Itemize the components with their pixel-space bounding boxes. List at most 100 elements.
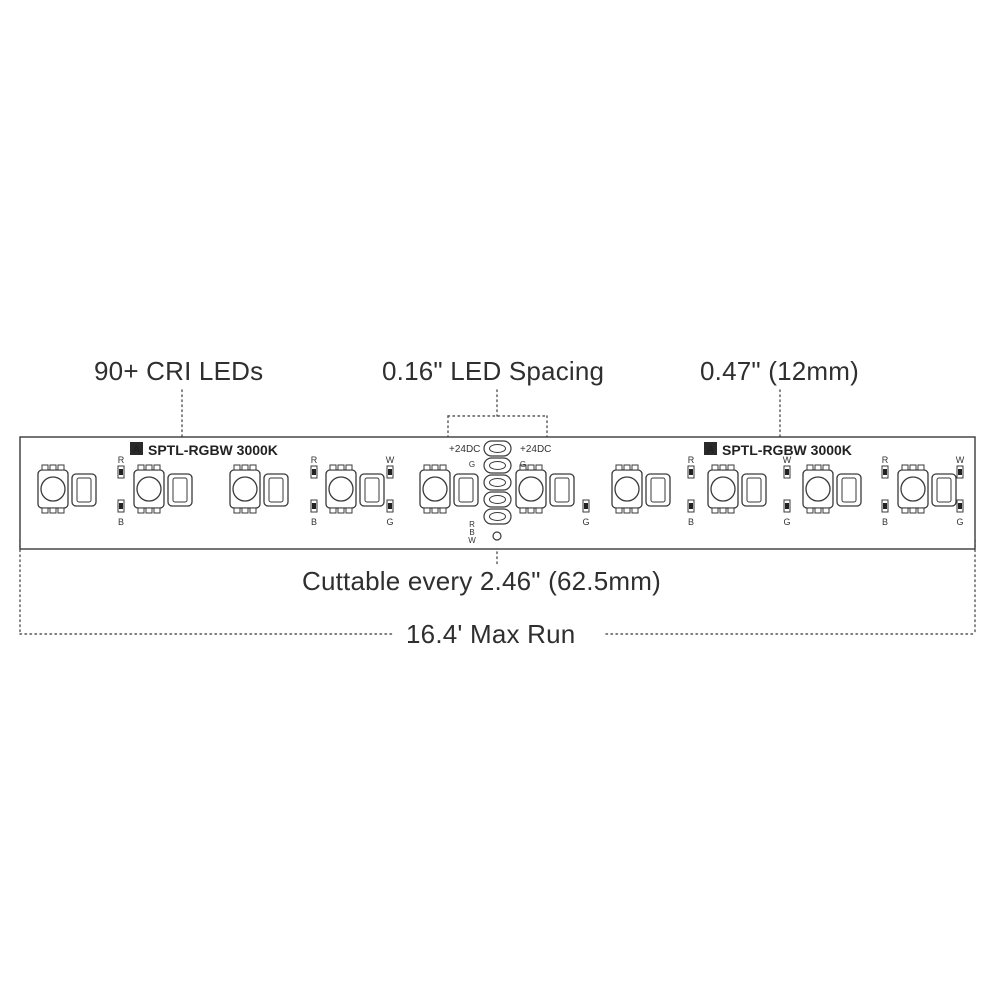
smd-inner [841,477,857,503]
channel-label: B [882,517,888,527]
pad-fill [312,469,316,475]
channel-label: R [688,455,695,465]
cuttable-callout: Cuttable every 2.46" (62.5mm) [302,566,661,596]
led-package [611,464,671,514]
resistor-pad [117,465,125,479]
led-dome [328,476,354,502]
pad-fill [119,503,123,509]
led-pin [917,464,925,471]
led-dome [805,476,831,502]
led-pin [41,464,49,471]
led-pin [719,507,727,514]
led-pin [535,507,543,514]
smd-inner [364,477,380,503]
led-package [802,464,862,514]
led-pin [233,464,241,471]
led-pin [233,507,241,514]
resistor-pad [386,465,394,479]
cut-mark [492,531,502,541]
pad-fill [958,469,962,475]
led-pin [527,464,535,471]
led-pin [623,507,631,514]
resistor-pad [956,465,964,479]
led-pin [431,464,439,471]
resistor-pad [783,499,791,513]
channel-label: G [520,460,526,469]
led-pin [814,507,822,514]
led-pin [631,464,639,471]
channel-label: B [688,517,694,527]
led-dome [614,476,640,502]
solder-pad-hole [489,461,506,470]
led-pin [822,464,830,471]
led-pin [423,507,431,514]
channel-label: B [469,528,474,537]
cri-leds-callout: 90+ CRI LEDs [94,356,264,386]
channel-label: R [882,455,889,465]
pad-fill [689,503,693,509]
pad-fill [388,503,392,509]
led-pin [49,507,57,514]
led-pin [615,507,623,514]
led-pin [814,464,822,471]
pad-fill [312,503,316,509]
solder-pad-hole [489,444,506,453]
led-pin [337,464,345,471]
max-run-callout: 16.4' Max Run [406,619,576,649]
led-pin [535,464,543,471]
resistor-pad [117,499,125,513]
pad-fill [119,469,123,475]
channel-label: G [582,517,589,527]
resistor-pad [386,499,394,513]
model-label: SPTL-RGBW 3000K [722,442,852,458]
channel-label: W [386,455,395,465]
pad-fill [584,503,588,509]
led-dome [710,476,736,502]
led-pin [901,507,909,514]
led-dome [40,476,66,502]
channel-label: R [311,455,318,465]
smd-inner [458,477,474,503]
resistor-pad [881,465,889,479]
led-package [897,464,957,514]
channel-label: R [469,520,475,529]
led-dome [900,476,926,502]
smd-inner [650,477,666,503]
cut-point-pads [483,440,512,541]
channel-label: B [118,517,124,527]
led-package [707,464,767,514]
pad-fill [958,503,962,509]
voltage-label-left: +24DC [449,444,480,455]
smd-inner [936,477,952,503]
led-dome [518,476,544,502]
smd-inner [746,477,762,503]
led-pin [519,464,527,471]
brand-label-right: A SPTL-RGBW 3000K [704,442,852,458]
brand-logo-letter: A [707,444,715,456]
led-pin [137,507,145,514]
led-pin [337,507,345,514]
brand-logo-icon [704,442,717,455]
brand-logo-letter: A [133,444,141,456]
led-package [515,464,575,514]
resistor-pad [310,499,318,513]
led-package [229,464,289,514]
led-pin [917,507,925,514]
led-pin [153,507,161,514]
led-pin [329,464,337,471]
led-pin [57,464,65,471]
led-pin [145,464,153,471]
led-package [37,464,97,514]
led-dome [136,476,162,502]
led-pin [615,464,623,471]
led-pin [631,507,639,514]
led-dome [232,476,258,502]
led-pin [519,507,527,514]
solder-pad-hole [489,495,506,504]
solder-pad-hole [489,478,506,487]
pad-fill [689,469,693,475]
led-pin [822,507,830,514]
solder-pad-hole [489,512,506,521]
led-pin [57,507,65,514]
